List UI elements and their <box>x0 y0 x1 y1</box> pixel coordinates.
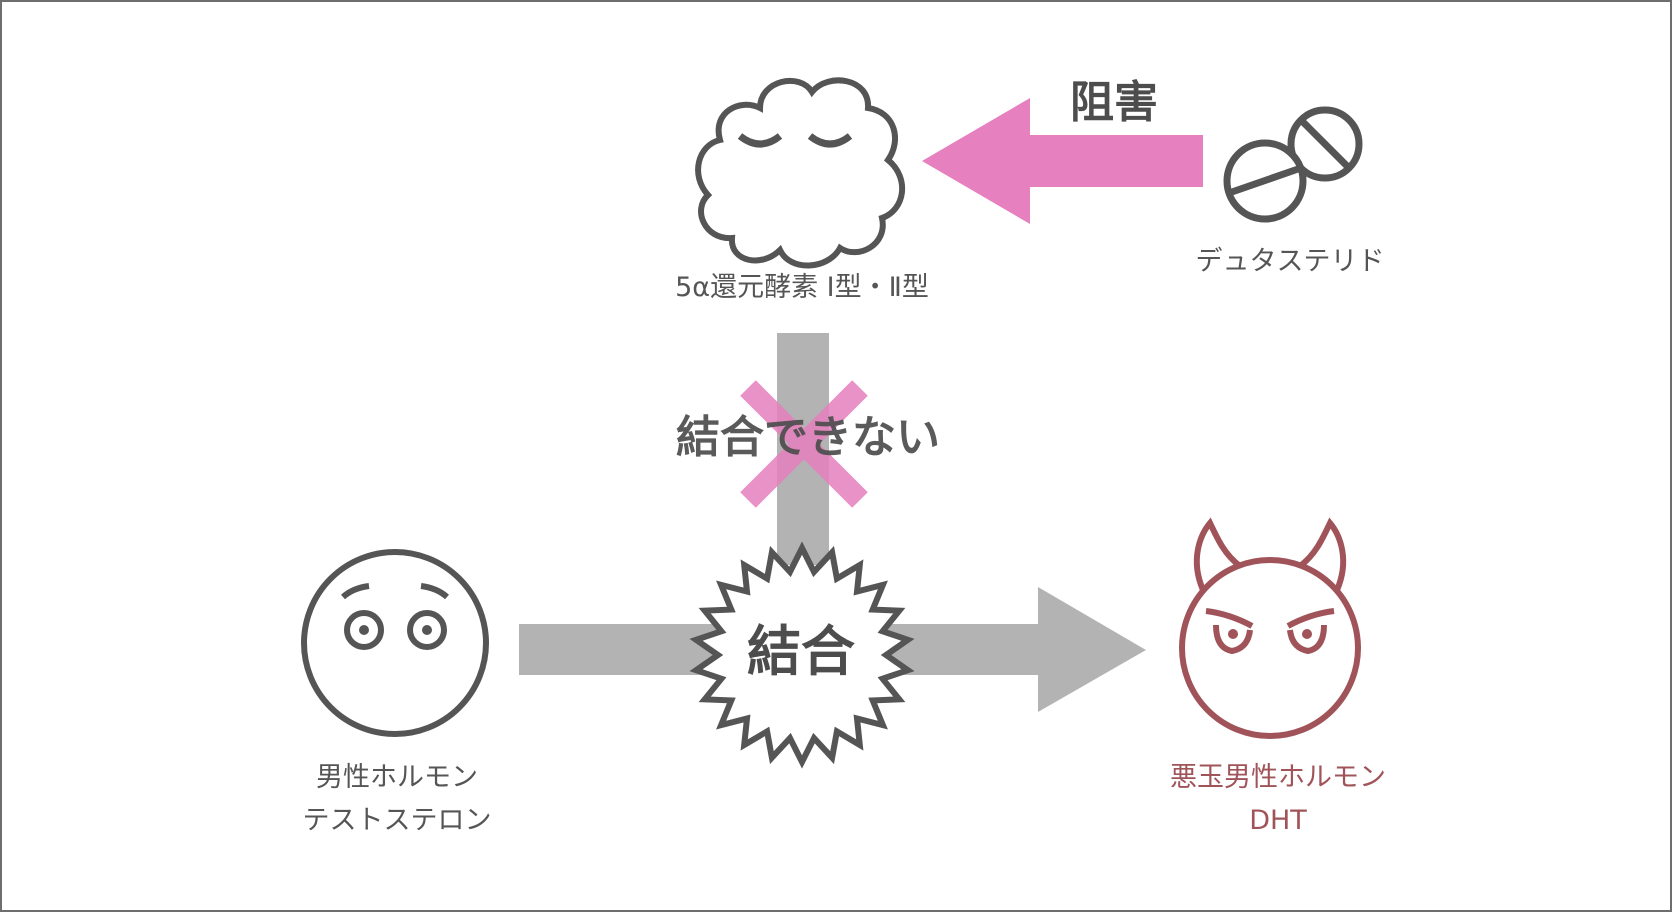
devil-face-icon <box>1179 517 1361 739</box>
binding-label: 結合 <box>747 620 855 684</box>
inhibit-label: 阻害 <box>1070 77 1158 129</box>
blocked-label: 結合できない <box>676 412 940 464</box>
dht-label-line1: 悪玉男性ホルモン <box>1170 762 1386 794</box>
pills-icon <box>1223 106 1363 223</box>
enzyme-label: 5α還元酵素 Ⅰ型・Ⅱ型 <box>675 272 929 304</box>
drug-label: デュタステリド <box>1195 246 1385 278</box>
dht-label-line2: DHT <box>1249 805 1307 837</box>
cross-icon <box>740 380 868 508</box>
testosterone-label-line2: テストステロン <box>302 805 492 837</box>
surprised-face-icon <box>301 549 489 737</box>
convert-arrow-head <box>1038 587 1146 712</box>
inhibit-arrow-shaft <box>1027 135 1203 187</box>
sleeping-cloud-icon <box>695 77 906 269</box>
testosterone-label-line1: 男性ホルモン <box>316 762 478 794</box>
inhibit-arrow-head <box>922 98 1030 224</box>
starburst-icon <box>689 541 915 769</box>
inhibit-arrow <box>922 98 1203 224</box>
